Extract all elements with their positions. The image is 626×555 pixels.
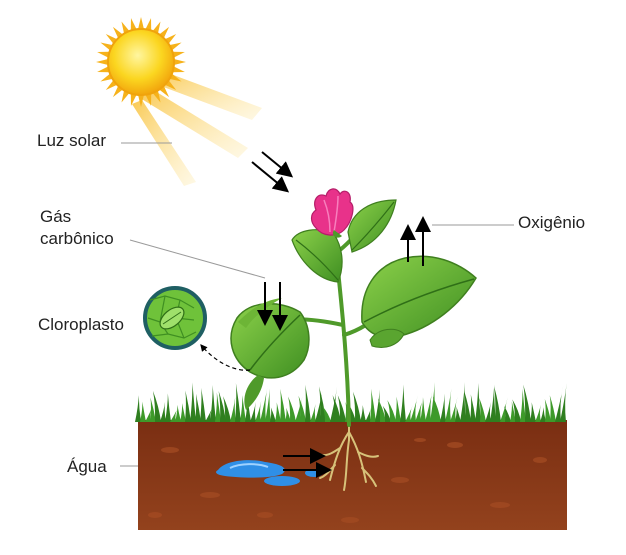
sunlight-arrows <box>251 151 294 193</box>
label-sunlight: Luz solar <box>37 131 106 150</box>
arrow-icon <box>251 161 290 193</box>
leaves <box>230 199 477 410</box>
chloroplast-pointer-arrow <box>200 344 251 371</box>
label-water: Água <box>67 457 107 476</box>
oxygen-arrows <box>400 216 431 266</box>
soil-texture <box>148 438 547 523</box>
label-oxygen: Oxigênio <box>518 213 586 232</box>
water-puddle <box>216 460 323 486</box>
arrow-icon <box>261 151 294 178</box>
grass <box>135 382 567 422</box>
co2-arrows <box>257 282 288 331</box>
chloroplast-icon <box>143 286 207 350</box>
pointer-line-co2 <box>129 239 266 279</box>
sun-icon <box>96 17 186 107</box>
label-co2: Gás carbônico <box>40 206 114 250</box>
label-co2-line1: Gás <box>40 207 72 226</box>
flower-icon <box>310 188 354 238</box>
water-arrows <box>283 448 332 478</box>
label-co2-line2: carbônico <box>40 229 114 249</box>
label-chloroplast: Cloroplasto <box>38 315 124 334</box>
